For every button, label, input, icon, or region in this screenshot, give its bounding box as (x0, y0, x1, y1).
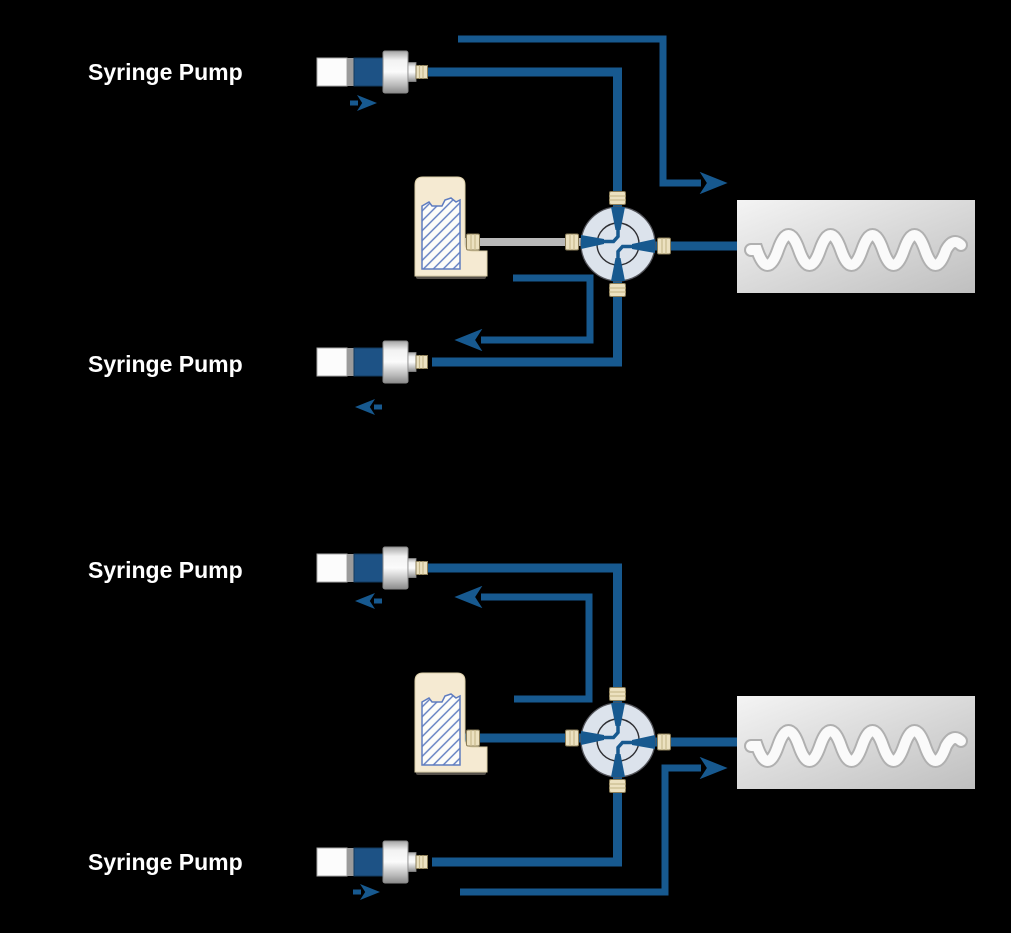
syringe-pump-label-1: Syringe Pump (88, 59, 243, 85)
syringe-pump-label-2: Syringe Pump (88, 351, 243, 377)
reservoir-tube-fitting (465, 233, 481, 251)
syringe-pump-label-4: Syringe Pump (88, 849, 243, 875)
switching-valve (579, 205, 657, 283)
flow-arrow-to-upper-syringe (454, 585, 593, 703)
valve-fitting-left (564, 729, 580, 747)
panel-phase-1: Syringe Pump Syringe Pump (88, 35, 975, 416)
serpentine-chip (737, 696, 975, 789)
valve-fitting-right (656, 733, 672, 751)
syringe-pump-label-3: Syringe Pump (88, 557, 243, 583)
flow-arrow-to-chip (458, 35, 728, 195)
serpentine-chip (737, 200, 975, 293)
tube-upper-syringe-to-valve-top (427, 563, 622, 706)
valve-fitting-right (656, 237, 672, 255)
valve-fitting-left (564, 233, 580, 251)
tube-valve-bottom-to-lower-syringe (432, 278, 622, 367)
valve-fitting-top (608, 686, 627, 702)
panel-phase-2: Syringe Pump Syringe Pump (88, 546, 975, 901)
valve-fitting-bottom (608, 778, 627, 794)
flow-arrow-to-lower-syringe (454, 274, 594, 352)
reservoir-tube-fitting (465, 729, 481, 747)
tube-upper-syringe-to-valve-top (427, 67, 622, 210)
flow-arrow-to-chip (460, 756, 728, 896)
valve-fitting-bottom (608, 282, 627, 298)
switching-valve (579, 701, 657, 779)
tube-valve-bottom-to-lower-syringe (432, 774, 622, 867)
valve-fitting-top (608, 190, 627, 206)
